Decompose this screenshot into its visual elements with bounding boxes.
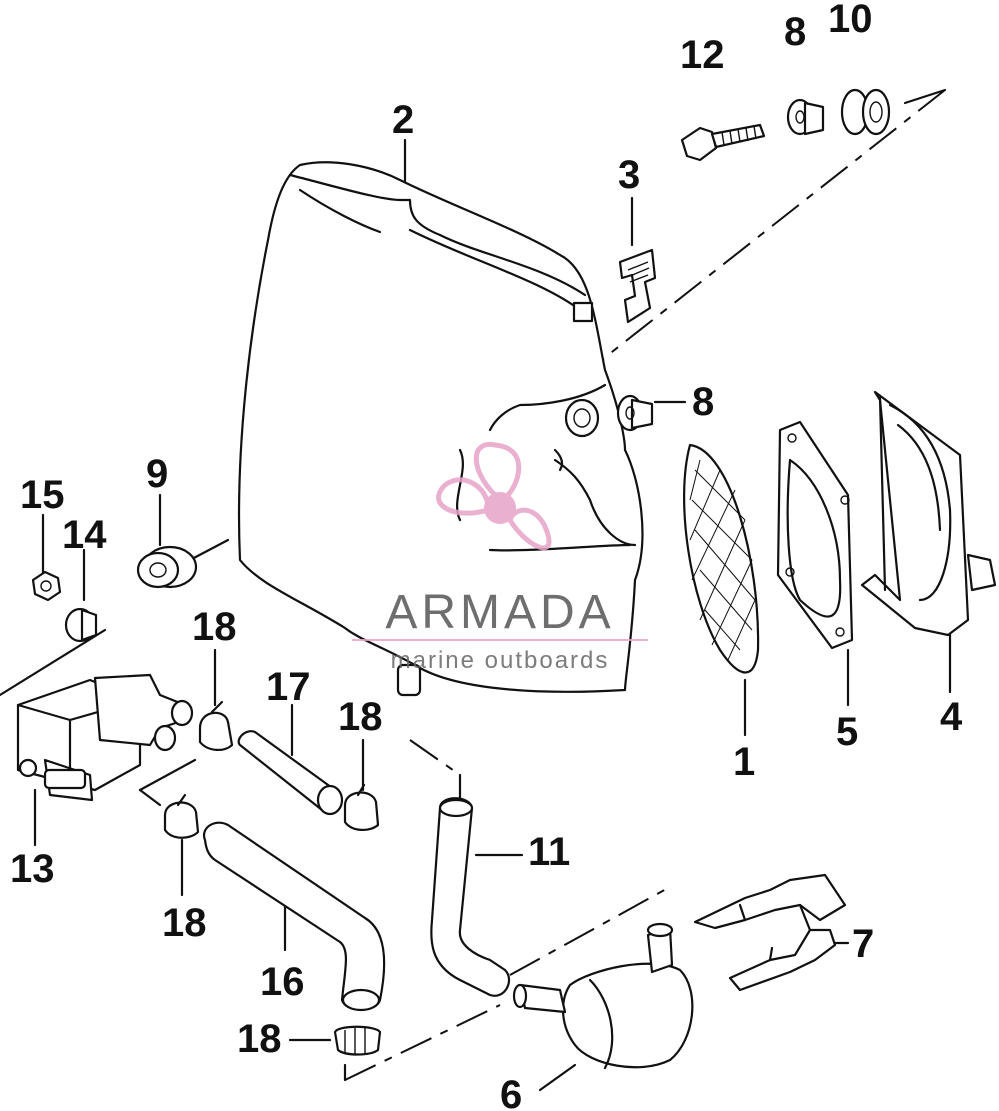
watermark-title: ARMADA — [385, 586, 614, 639]
watermark: ARMADA marine outboards — [352, 442, 648, 674]
valve-13 — [16, 673, 194, 802]
callout-12: 12 — [680, 33, 725, 77]
callout-13: 13 — [10, 847, 55, 891]
hose-17 — [237, 730, 344, 816]
clamp-18-c — [163, 793, 200, 839]
collar-8-top — [786, 98, 825, 136]
watermark-subtitle: marine outboards — [391, 647, 610, 674]
callout-8-top: 8 — [784, 10, 806, 54]
washer-14 — [64, 607, 98, 643]
callout-numbers: 2 3 12 8 10 8 9 15 14 18 17 18 1 5 4 13 … — [10, 0, 963, 1111]
callout-11: 11 — [528, 830, 570, 874]
clamp-18-d — [333, 1025, 382, 1056]
cover-4 — [860, 390, 997, 637]
callout-18-c: 18 — [162, 901, 207, 945]
fuel-filter-6 — [512, 922, 694, 1070]
clamp-18-b — [343, 783, 380, 831]
callout-17: 17 — [266, 665, 311, 709]
bracket-7 — [693, 873, 847, 992]
callout-14: 14 — [62, 513, 107, 557]
hose-11 — [430, 797, 511, 997]
callout-5: 5 — [836, 710, 858, 754]
callout-7: 7 — [852, 922, 874, 966]
nut-15 — [31, 570, 62, 602]
callout-8-side: 8 — [692, 380, 714, 424]
propeller-logo-icon — [436, 442, 552, 551]
callout-15: 15 — [20, 473, 65, 517]
callout-4: 4 — [940, 695, 963, 739]
gasket-5 — [776, 420, 854, 650]
bolt-12 — [680, 123, 766, 162]
callout-1: 1 — [733, 740, 755, 784]
silencer-housing — [237, 161, 644, 697]
hose-16 — [202, 821, 386, 1012]
grommet-9 — [136, 545, 198, 589]
callout-18-d: 18 — [237, 1017, 282, 1061]
grommet-10 — [840, 88, 891, 136]
callout-2: 2 — [392, 98, 414, 142]
collar-8-side — [616, 394, 654, 432]
callout-16: 16 — [260, 960, 305, 1004]
clip-part-3 — [618, 248, 657, 324]
callout-18-b: 18 — [338, 695, 383, 739]
callout-18-a: 18 — [192, 605, 237, 649]
clamp-18-a — [198, 700, 234, 751]
filter-screen-1 — [683, 443, 760, 674]
callout-10: 10 — [828, 0, 873, 41]
callout-6: 6 — [500, 1073, 522, 1111]
callout-9: 9 — [146, 452, 168, 496]
callout-3: 3 — [618, 153, 640, 197]
